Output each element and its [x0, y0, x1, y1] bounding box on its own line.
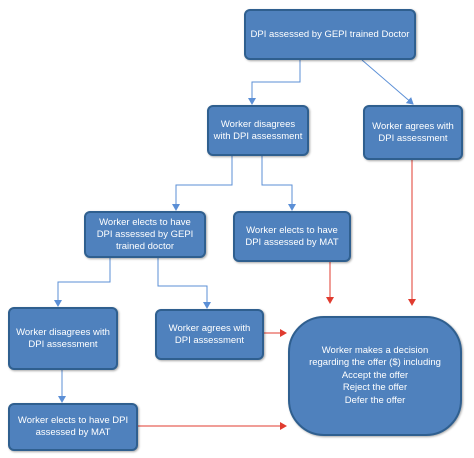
node-worker-elects-mat-1: Worker elects to have DPI assessed by MA…	[233, 211, 351, 262]
node-worker-disagrees-1: Worker disagrees with DPI assessment	[207, 105, 309, 156]
node-label: Worker elects to have DPI assessed by MA…	[245, 224, 339, 248]
node-worker-elects-gepi: Worker elects to have DPI assessed by GE…	[84, 211, 206, 258]
node-worker-disagrees-2: Worker disagrees with DPI assessment	[8, 307, 118, 370]
decision-option-reject: Reject the offer	[342, 382, 408, 394]
decision-heading: Worker makes a decision regarding the of…	[309, 344, 441, 369]
connector-gepi-to-disagrees	[248, 60, 301, 105]
connector-elects-gepi-to-disagrees-2	[54, 258, 111, 307]
node-dpi-assessed-by-gepi-doctor: DPI assessed by GEPI trained Doctor	[244, 9, 416, 60]
node-label: Worker elects to have DPI assessed by MA…	[17, 415, 129, 438]
node-label: Worker disagrees with DPI assessment	[16, 326, 110, 350]
node-worker-agrees-2: Worker agrees with DPI assessment	[155, 309, 264, 360]
node-label: Worker agrees with DPI assessment	[372, 120, 454, 144]
decision-option-defer: Defer the offer	[344, 394, 406, 406]
node-worker-elects-mat-2: Worker elects to have DPI assessed by MA…	[8, 403, 138, 451]
node-label: DPI assessed by GEPI trained Doctor	[250, 28, 410, 40]
connector-disagrees-to-elects-gepi	[172, 156, 233, 211]
node-label: Worker agrees with DPI assessment	[168, 322, 251, 346]
node-label: Worker elects to have DPI assessed by GE…	[96, 216, 194, 252]
node-label: Worker disagrees with DPI assessment	[213, 118, 303, 142]
decision-option-accept: Accept the offer	[341, 369, 409, 381]
connector-gepi-to-agrees	[361, 59, 414, 105]
connector-disagrees-to-elects-mat	[261, 156, 296, 211]
connector-elects-gepi-to-agrees-2	[157, 258, 211, 309]
node-worker-agrees-1: Worker agrees with DPI assessment	[363, 105, 463, 160]
node-worker-decision: Worker makes a decision regarding the of…	[288, 316, 462, 436]
